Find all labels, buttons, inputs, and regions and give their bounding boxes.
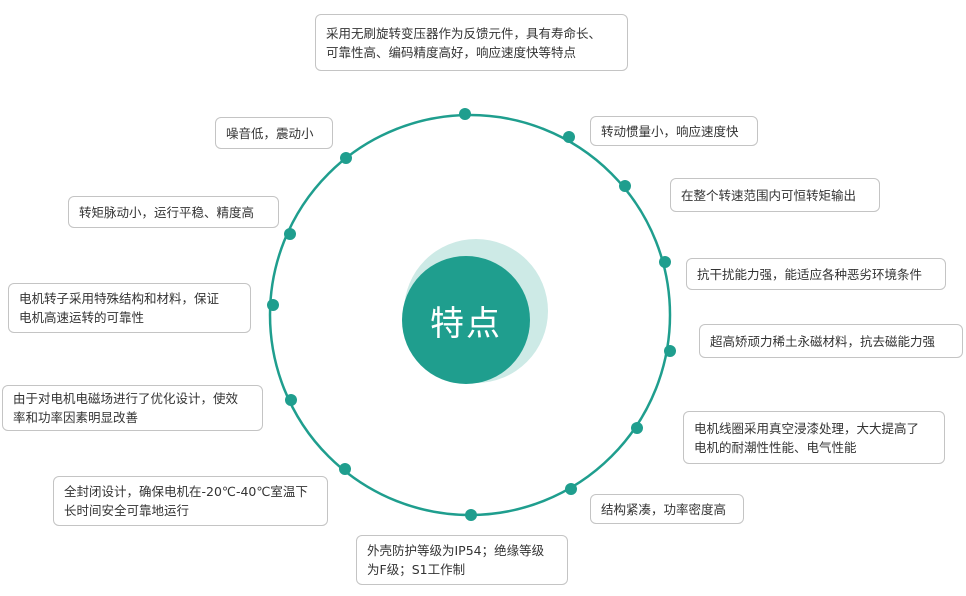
ring-dot-1 [563,131,575,143]
ring-dot-11 [284,228,296,240]
feature-box-anti-interference: 抗干扰能力强，能适应各种恶劣环境条件 [686,258,946,290]
center-circle [402,256,530,384]
feature-box-fully-enclosed: 全封闭设计，确保电机在-20℃-40℃室温下 长时间安全可靠地运行 [53,476,328,526]
feature-box-feedback-element: 采用无刷旋转变压器作为反馈元件，具有寿命长、 可靠性高、编码精度高好，响应速度快… [315,14,628,71]
ring-dot-12 [340,152,352,164]
feature-box-coil-treatment: 电机线圈采用真空浸漆处理，大大提高了 电机的耐潮性性能、电气性能 [683,411,945,464]
ring-dot-0 [459,108,471,120]
feature-box-protection-grade: 外壳防护等级为IP54；绝缘等级 为F级；S1工作制 [356,535,568,585]
feature-box-low-torque-ripple: 转矩脉动小，运行平稳、精度高 [68,196,279,228]
ring-dot-3 [659,256,671,268]
ring-dots [267,108,676,521]
ring-dot-9 [285,394,297,406]
ring-dot-4 [664,345,676,357]
ring-dot-8 [339,463,351,475]
ring-dot-7 [465,509,477,521]
feature-box-constant-torque: 在整个转速范围内可恒转矩输出 [670,178,880,212]
ring-dot-10 [267,299,279,311]
ring-dot-6 [565,483,577,495]
feature-box-permanent-magnet: 超高矫顽力稀土永磁材料，抗去磁能力强 [699,324,963,358]
feature-box-efficiency: 由于对电机电磁场进行了优化设计，使效 率和功率因素明显改善 [2,385,263,431]
feature-box-rotor-reliability: 电机转子采用特殊结构和材料，保证 电机高速运转的可靠性 [8,283,251,333]
ring-dot-2 [619,180,631,192]
feature-box-low-inertia: 转动惯量小，响应速度快 [590,116,758,146]
center-label: 特点 [430,303,502,344]
ring-dot-5 [631,422,643,434]
feature-box-low-noise: 噪音低，震动小 [215,117,333,149]
feature-box-compact-structure: 结构紧凑，功率密度高 [590,494,744,524]
